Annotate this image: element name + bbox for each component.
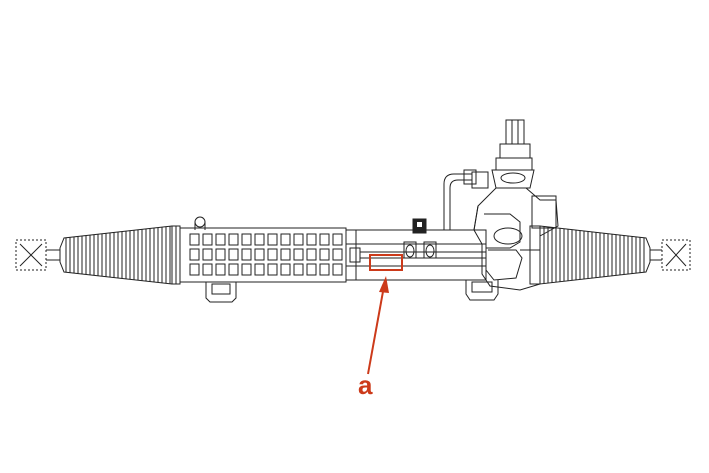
housing-rib-cell [202,248,213,261]
housing-rib-cell [319,233,330,246]
input-shaft [491,119,535,189]
housing-rib-cell [241,263,252,276]
housing-rib-cell [267,248,278,261]
housing-rib-cell [228,248,239,261]
fluid-port-fittings [403,241,437,259]
housing-rib-cell [254,263,265,276]
housing-rib-cell [241,248,252,261]
housing-rib-cell [319,263,330,276]
ribbed-housing [179,227,347,283]
housing-rib-cell [332,248,343,261]
callout-arrowhead [379,276,389,293]
housing-rib-cell [267,263,278,276]
housing-rib-cell [332,263,343,276]
housing-rib-cell [306,233,317,246]
housing-rib-cell [189,233,200,246]
right-mount-bracket [465,280,499,301]
callout-arrow-line [367,285,385,375]
housing-rib-cell [306,248,317,261]
housing-rib-cell [319,248,330,261]
housing-rib-cell [215,233,226,246]
left-tie-rod-end [15,239,60,271]
housing-rib-cell [254,248,265,261]
housing-rib-cell [280,248,291,261]
highlight-box [369,254,403,271]
right-bellows-boot [539,225,651,285]
housing-rib-cell [189,248,200,261]
callout-label: a [358,370,373,400]
hydraulic-lines [443,169,489,230]
housing-rib-cell [215,248,226,261]
housing-rib-cell [215,263,226,276]
housing-rib-cell [280,263,291,276]
housing-rib-cell [332,233,343,246]
housing-rib-cell [228,233,239,246]
housing-rib-cell [280,233,291,246]
housing-rib-cell [293,233,304,246]
housing-rib-cell [293,263,304,276]
housing-rib-cell [202,263,213,276]
right-boot-clamp [529,225,541,285]
housing-rib-cell [306,263,317,276]
housing-rib-cell [293,248,304,261]
valve-housing [473,187,559,291]
housing-rib-cell [254,233,265,246]
housing-rib-cell [202,233,213,246]
right-tie-rod-end [650,239,691,271]
housing-rib-cell [267,233,278,246]
housing-rib-cell [241,233,252,246]
housing-rib-cell [189,263,200,276]
housing-rib-cell [228,263,239,276]
left-mount-bracket [194,216,237,303]
sensor-connector [412,218,427,234]
left-bellows-boot [59,225,177,285]
